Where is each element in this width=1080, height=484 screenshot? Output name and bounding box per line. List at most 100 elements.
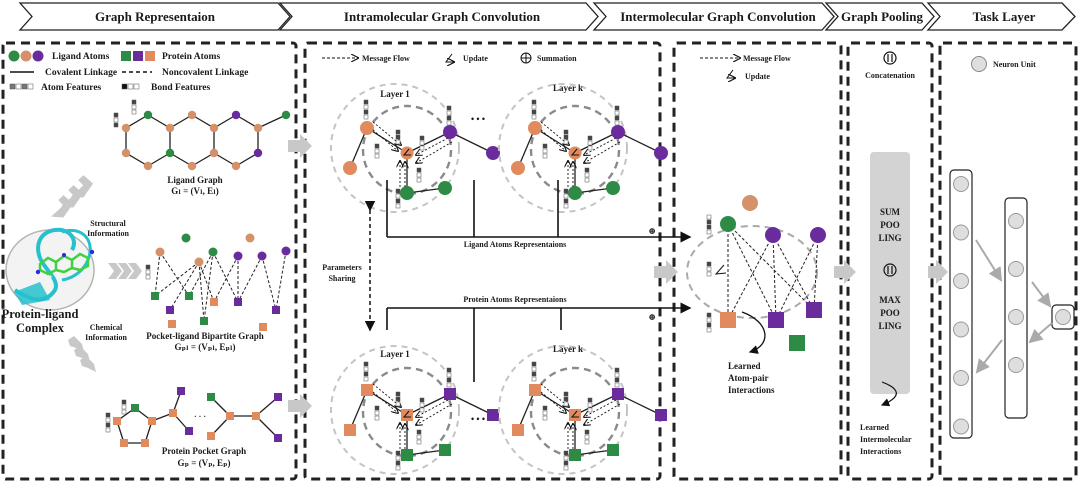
feature-cell (121, 404, 127, 410)
covalent-edge (574, 393, 619, 416)
feature-cell (584, 439, 590, 445)
concatenation-icon (883, 263, 897, 277)
protein-atom (768, 312, 784, 328)
gray-arrow-icon (928, 260, 948, 284)
feature-cell (419, 407, 425, 413)
ligand-representation-bus (386, 180, 692, 243)
ligand-atom (233, 251, 243, 261)
ligand-atom (165, 123, 175, 133)
feature-vector-icon (706, 312, 712, 333)
pocket-ligand-bipartite-graph (145, 233, 291, 331)
panel-task (938, 41, 1078, 481)
protein-layer-1 (330, 345, 499, 475)
protein-atom (207, 432, 215, 440)
feature-vector-icon (374, 405, 380, 421)
receptive-field-outer (498, 345, 628, 475)
protein-atom (607, 444, 619, 456)
feature-cell (531, 366, 537, 372)
feature-cell (131, 99, 137, 105)
neuron-unit-icon (971, 56, 987, 72)
feature-cell (614, 377, 620, 383)
feature-vector-icon (145, 264, 151, 280)
feature-cell (614, 115, 620, 121)
feature-cell (531, 371, 537, 377)
feature-cell (584, 429, 590, 435)
feature-cell (706, 219, 712, 225)
neuron-unit (1008, 213, 1024, 229)
feature-cell (145, 274, 151, 280)
protein-atom (200, 317, 208, 325)
intramolecular-content: Message Flow Update Summation Layer 1 La… (322, 52, 692, 475)
feature-cell (446, 372, 452, 378)
feature-cell (706, 261, 712, 267)
feature-vector-icon (706, 261, 712, 277)
legend-message-flow: Message Flow (322, 54, 410, 63)
feature-cell (395, 129, 401, 135)
feature-vector-icon (531, 361, 537, 382)
bipartite-graph-title: Pocket-ligand Bipartite Graph (146, 331, 264, 341)
legend-ligand-atoms: Ligand Atoms (8, 50, 110, 62)
feature-cell (105, 417, 111, 423)
ligand-atom (143, 161, 153, 171)
message-flow-edge (772, 234, 777, 321)
message-flow-arrow (584, 141, 621, 163)
feature-cell (563, 460, 569, 466)
ligand-atom (257, 251, 267, 261)
protein-atom (512, 424, 524, 436)
feature-vector-icon (113, 112, 119, 128)
protein-representation-bus (386, 302, 692, 382)
receptive-field-outer (498, 83, 628, 213)
representation-content: Ligand Atoms Protein Atoms Covalent Link… (2, 50, 291, 468)
feature-cell (563, 193, 569, 199)
bond-features-icon (121, 83, 140, 90)
message-flow-arrow (416, 141, 453, 163)
feature-cell (131, 109, 137, 115)
feature-vector-icon (395, 450, 401, 471)
atom-features-icon (9, 83, 34, 90)
protein-atom (274, 393, 282, 401)
ligand-atom-icon (32, 50, 44, 62)
feature-vector-icon (395, 391, 401, 407)
feature-cell (416, 167, 422, 173)
ligand-atom (438, 181, 452, 195)
ligand-atom-icon (20, 50, 32, 62)
neuron-unit (953, 176, 969, 192)
max-pooling-label: MAX (879, 295, 901, 305)
feature-cell (706, 229, 712, 235)
feature-cell (563, 396, 569, 402)
protein-atom (806, 302, 822, 318)
noncovalent-edge (237, 255, 263, 303)
covalent-edge (147, 114, 171, 129)
covalent-edge (191, 152, 215, 167)
feature-cell (416, 434, 422, 440)
protein-atom (272, 306, 280, 314)
protein-atom (207, 393, 215, 401)
feature-cell (614, 105, 620, 111)
ligand-atom (231, 161, 241, 171)
feature-vector-icon (531, 99, 537, 120)
feature-cell (105, 427, 111, 433)
feature-cell (395, 198, 401, 204)
covalent-edge (213, 152, 237, 167)
mlp-layer-box (1051, 304, 1075, 330)
feature-cell (395, 455, 401, 461)
receptive-field-inner (361, 104, 453, 196)
ligand-atom (400, 146, 414, 160)
protein-atom (151, 292, 159, 300)
layer-label: Layer k (553, 83, 583, 93)
feature-vector-icon (105, 412, 111, 433)
learned-interaction-arrow (880, 381, 897, 407)
feature-cell (416, 177, 422, 183)
feature-vector-icon (563, 391, 569, 407)
protein-representations-label: Protein Atoms Representaions (463, 295, 566, 304)
feature-cell (374, 153, 380, 159)
learned-label: Interactions (860, 447, 901, 456)
feature-cell (416, 439, 422, 445)
covalent-edge (449, 131, 494, 154)
feature-vector-icon (542, 405, 548, 421)
feature-cell (706, 214, 712, 220)
message-flow-edge (772, 234, 815, 311)
protein-atom (529, 384, 541, 396)
feature-cell (563, 401, 569, 407)
message-flow-edge (727, 223, 777, 321)
